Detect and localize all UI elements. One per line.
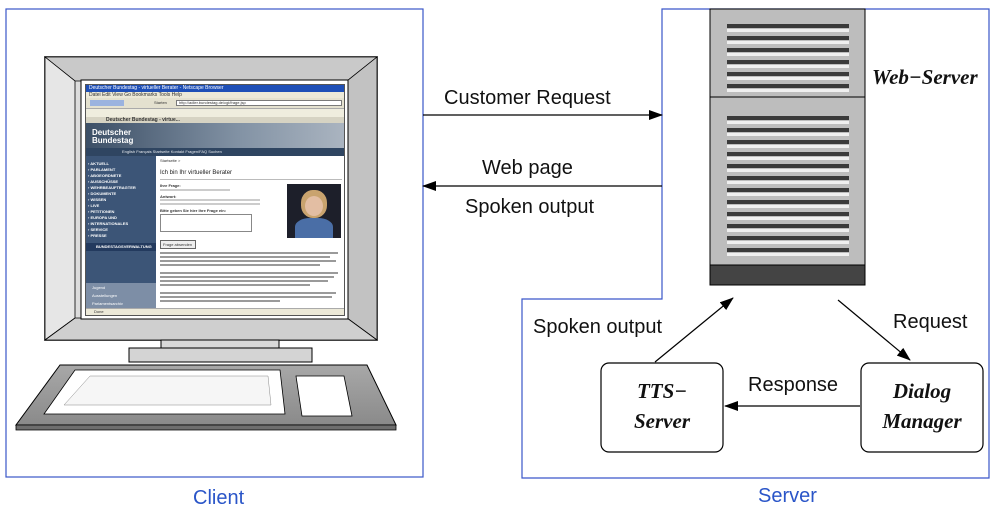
question-textarea[interactable] (160, 214, 252, 232)
rack-slot-highlight (727, 241, 849, 244)
content-text-line (160, 284, 310, 286)
nav-item[interactable]: › DOKUMENTE (88, 191, 117, 196)
nav-item[interactable]: › EUROPA UND (88, 215, 117, 220)
rack-slot-highlight (727, 217, 849, 220)
nav-bottom-item[interactable]: Ausstellungen (92, 293, 118, 298)
nav-item[interactable]: › WISSEN (88, 197, 107, 202)
rack-slot (727, 236, 849, 240)
site-left-nav: › AKTUELL› PARLAMENT› ABGEORDNETE› AUSSC… (86, 156, 156, 315)
nav-item[interactable]: › AKTUELL (88, 161, 109, 166)
rack-slot-highlight (727, 145, 849, 148)
spoken-output-top-label: Spoken output (465, 196, 594, 218)
browser-menu: Datei Edit View Go Bookmarks Tools Help (86, 92, 344, 98)
content-text-line (160, 280, 328, 282)
nav-item[interactable]: › INTERNATIONALES (88, 221, 129, 226)
rack-slot (727, 224, 849, 228)
rack-slot-highlight (727, 65, 849, 68)
response-label: Response (748, 374, 839, 396)
rack-slot-highlight (727, 89, 849, 92)
tts-server-box (600, 362, 724, 453)
nav-item[interactable]: › PRESSE (88, 233, 107, 238)
browser-title-bar: Deutscher Bundestag - virtueller Berater… (86, 85, 344, 92)
nav-item[interactable]: › LIVE (88, 203, 100, 208)
rack-slot-highlight (727, 253, 849, 256)
rack-slot-highlight (727, 121, 849, 124)
request-label: Request (893, 311, 968, 333)
rack-slot (727, 176, 849, 180)
rack-slot (727, 212, 849, 216)
rack-slot-highlight (727, 133, 849, 136)
nav-item[interactable]: › SERVICE (88, 227, 108, 232)
customer-request-label: Customer Request (444, 87, 611, 109)
bookmark-bar (86, 109, 344, 117)
content-text-line (160, 272, 338, 274)
site-content: Startseite > Ich bin Ihr virtueller Bera… (158, 156, 344, 315)
rack-slot-highlight (727, 169, 849, 172)
site-top-links: English Français Startseite Kontakt Frag… (86, 148, 344, 156)
rack-slot (727, 128, 849, 132)
tts-server-label: TTS− Server (634, 379, 690, 434)
server-caption: Server (758, 485, 817, 507)
rack-slot (727, 140, 849, 144)
content-text-line (160, 276, 334, 278)
client-boundary (5, 8, 424, 478)
web-server-label: Web−Server (872, 65, 978, 89)
server-boundary (521, 8, 990, 479)
rack-slot-highlight (727, 181, 849, 184)
web-server-rack (709, 8, 866, 286)
content-text-line (160, 296, 332, 298)
rack-slot (727, 164, 849, 168)
rack-slot (727, 48, 849, 52)
rack-slot-highlight (727, 193, 849, 196)
rack-slot (727, 152, 849, 156)
rack-slot (727, 36, 849, 40)
content-text-line (160, 256, 330, 258)
client-caption: Client (193, 487, 245, 509)
rack-slot (727, 72, 849, 76)
browser-toolbar: http://adler.bundestag.de/cgi/frage.jsp … (86, 98, 344, 109)
rack-slot (727, 200, 849, 204)
address-bar: http://adler.bundestag.de/cgi/frage.jsp (176, 100, 342, 106)
rack-slot (727, 248, 849, 252)
content-text-line (160, 300, 280, 302)
spoken-output-tts-label: Spoken output (533, 316, 662, 338)
arrow-spoken-output (654, 297, 734, 363)
rack-slot-highlight (727, 77, 849, 80)
content-text-line (160, 260, 336, 262)
rack-slot-highlight (727, 157, 849, 160)
nav-item[interactable]: › PARLAMENT (88, 167, 116, 172)
site-header: Deutscher Bundestag (86, 123, 344, 148)
rack-slot (727, 24, 849, 28)
web-page-label: Web page (482, 157, 573, 179)
nav-item[interactable]: › PETITIONEN (88, 209, 115, 214)
rack-slot-highlight (727, 53, 849, 56)
browser-status-bar: Done (86, 308, 344, 315)
rack-slot (727, 60, 849, 64)
dialog-manager-label: Dialog Manager (882, 379, 962, 434)
content-text-line (160, 252, 338, 254)
content-text-line (160, 292, 336, 294)
browser-tab: Deutscher Bundestag - virtue... (86, 117, 344, 123)
rack-slot (727, 116, 849, 120)
nav-bottom-item[interactable]: Jugend (92, 285, 106, 290)
nav-item[interactable]: › WEHRBEAUFTRAGTER (88, 185, 136, 190)
rack-slot-highlight (727, 229, 849, 232)
arrow-request (837, 299, 911, 361)
rack-slot (727, 188, 849, 192)
nav-item[interactable]: › AUSSCHÜSSE (88, 179, 119, 184)
dialog-manager-box (860, 362, 984, 453)
submit-question-button[interactable]: Frage absenden (160, 240, 196, 249)
nav-bottom-item[interactable]: Parlamentsarchiv (92, 301, 123, 306)
rack-slot (727, 84, 849, 88)
rack-slot-highlight (727, 205, 849, 208)
rack-slot-highlight (727, 29, 849, 32)
content-text-line (160, 264, 320, 266)
avatar-video (287, 184, 341, 238)
rack-slot-highlight (727, 41, 849, 44)
browser-screenshot: Deutscher Bundestag - virtueller Berater… (85, 84, 345, 316)
nav-item[interactable]: › ABGEORDNETE (88, 173, 122, 178)
